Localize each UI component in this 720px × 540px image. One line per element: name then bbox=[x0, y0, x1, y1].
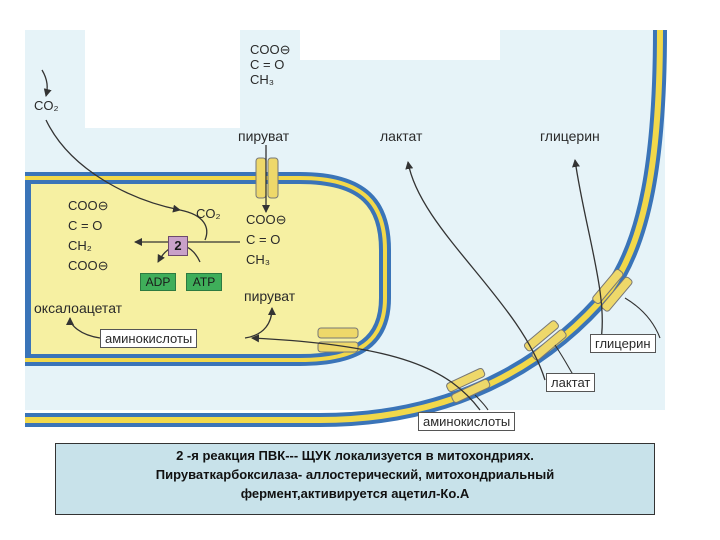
atp-box: ATP bbox=[186, 273, 222, 291]
oaa-line2: C = O bbox=[68, 218, 103, 233]
oaa-structure: COO⊖ C = O CH₂ COO⊖ bbox=[68, 196, 109, 276]
caption-box: 2 -я реакция ПВК--- ЩУК локализуется в м… bbox=[55, 443, 655, 515]
connector-amino-box bbox=[474, 394, 489, 411]
glycerol-label-top: глицерин bbox=[540, 128, 600, 144]
glycerol-box: глицерин bbox=[590, 334, 656, 353]
mask-left-edge bbox=[0, 150, 25, 390]
co2-label-top: CO₂ bbox=[34, 98, 59, 113]
mask-white-2 bbox=[300, 30, 500, 60]
adp-box: ADP bbox=[140, 273, 176, 291]
pyruvate-top-line1: COO⊖ bbox=[250, 42, 291, 57]
outside-cell bbox=[25, 428, 665, 440]
mask-white-1 bbox=[85, 30, 240, 128]
lactate-label-top: лактат bbox=[380, 128, 423, 144]
caption-line3: фермент,активируется ацетил-Ко.А bbox=[240, 486, 470, 501]
arrow-lactate bbox=[405, 161, 546, 381]
arrow-amino-cell bbox=[251, 334, 481, 411]
arrow-amino-to-pyruvate bbox=[244, 307, 276, 339]
arrow-co2-down bbox=[41, 69, 52, 97]
co2-label-mito: CO₂ bbox=[196, 206, 221, 221]
arrow-amino-to-oaa bbox=[66, 317, 101, 339]
caption-line2: Пируваткарбоксилаза- аллостерический, ми… bbox=[155, 467, 555, 482]
oaa-line3: CH₂ bbox=[68, 238, 92, 253]
arrow-co2-in bbox=[179, 209, 208, 241]
pyruvate-structure-top: COO⊖ C = O CH₃ bbox=[250, 42, 291, 87]
lactate-box: лактат bbox=[546, 373, 596, 392]
pyruvate-structure-mito: COO⊖ C = O CH₃ bbox=[246, 210, 287, 270]
pyruvate-mito-line3: CH₃ bbox=[246, 252, 271, 267]
oaa-line4: COO⊖ bbox=[68, 258, 109, 273]
pyruvate-mito-line2: C = O bbox=[246, 232, 281, 247]
connector-glycerol-box bbox=[624, 297, 661, 339]
oxaloacetate-label: оксалоацетат bbox=[34, 300, 123, 316]
pyruvate-label-top: пируват bbox=[238, 128, 290, 144]
caption-line1: 2 -я реакция ПВК--- ЩУК локализуется в м… bbox=[176, 448, 534, 463]
pyruvate-mito-line1: COO⊖ bbox=[246, 212, 287, 227]
pyruvate-top-line2: C = O bbox=[250, 57, 285, 72]
transporter-lactate bbox=[523, 320, 567, 361]
amino-acids-box-cell: аминокислоты bbox=[418, 412, 516, 431]
arrow-co2-to-mito bbox=[45, 119, 181, 213]
arrow-glycerol bbox=[572, 159, 603, 346]
mitochondrion-membrane-core bbox=[25, 176, 387, 362]
pyruvate-label-mito: пируват bbox=[244, 288, 296, 304]
reaction-number-badge: 2 bbox=[168, 236, 188, 256]
amino-acids-box-mito: аминокислоты bbox=[100, 329, 198, 348]
transporter-amino-mito bbox=[317, 327, 359, 353]
oaa-line1: COO⊖ bbox=[68, 198, 109, 213]
pyruvate-top-line3: CH₃ bbox=[250, 72, 275, 87]
